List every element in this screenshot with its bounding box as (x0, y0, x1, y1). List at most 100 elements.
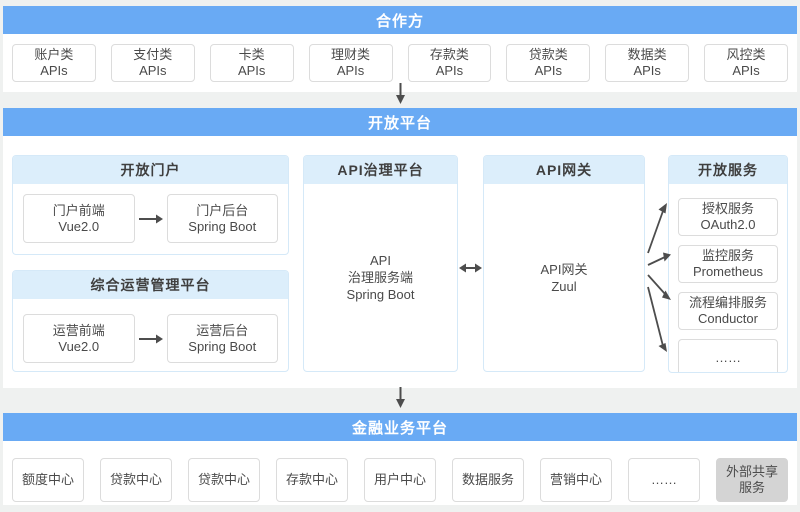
svc-label: …… (715, 350, 741, 365)
monitoring-service-box: 监控服务 Prometheus (678, 245, 778, 283)
open-services-list: 授权服务 OAuth2.0 监控服务 Prometheus 流程编排服务 Con… (669, 184, 787, 372)
api-box-label: 支付类 (133, 47, 173, 62)
node-label: 治理服务端 (347, 270, 413, 285)
partners-panel: 合作方 账户类 APIs 支付类 APIs 卡类 APIs 理财类 APIs 存… (3, 6, 797, 92)
down-arrow-icon (396, 387, 405, 408)
api-box-label: 存款类 (429, 47, 469, 62)
svc-sublabel: Conductor (698, 311, 758, 326)
center-label: 存款中心 (285, 472, 338, 487)
open-services-header: 开放服务 (669, 156, 787, 184)
node-label: API网关 (540, 261, 588, 277)
api-box-sublabel: APIs (336, 63, 365, 78)
center-box-marketing: 营销中心 (540, 458, 612, 502)
api-gateway-node: API网关 Zuul (484, 184, 644, 371)
open-services-column: 开放服务 授权服务 OAuth2.0 监控服务 Prometheus 流程编排服… (668, 155, 788, 373)
api-box-loans: 贷款类 APIs (506, 44, 591, 82)
api-gateway-header: API网关 (484, 156, 644, 184)
financial-platform-header: 金融业务平台 (3, 413, 797, 441)
svc-sublabel: OAuth2.0 (700, 217, 756, 232)
center-box-quota: 额度中心 (12, 458, 84, 502)
open-portal-body: 门户前端 Vue2.0 门户后台 Spring Boot (13, 184, 288, 243)
api-governance-title: API治理平台 (337, 162, 424, 178)
node-sublabel: Zuul (551, 278, 577, 294)
svc-sublabel: Prometheus (692, 264, 764, 279)
operations-title: 综合运营管理平台 (90, 277, 211, 293)
node-sublabel: Vue2.0 (58, 218, 100, 234)
center-box-loan-1: 贷款中心 (100, 458, 172, 502)
center-label: 贷款中心 (197, 472, 250, 487)
node-label: 门户后台 (196, 202, 249, 218)
api-box-sublabel: APIs (40, 63, 68, 78)
api-gateway-column: API网关 API网关 Zuul (483, 155, 645, 372)
svc-label: 流程编排服务 (688, 295, 767, 310)
center-label: 额度中心 (21, 472, 74, 487)
node-sublabel: Spring Boot (188, 218, 257, 234)
center-label: …… (651, 472, 677, 487)
centers-row: 额度中心 贷款中心 贷款中心 存款中心 用户中心 数据服务 营销中心 …… 外部… (3, 441, 797, 502)
api-box-wealth: 理财类 APIs (308, 44, 393, 82)
api-box-risk: 风控类 APIs (704, 44, 788, 82)
operations-body: 运营前端 Vue2.0 运营后台 Spring Boot (13, 299, 288, 363)
right-arrow-icon (138, 214, 163, 223)
api-governance-column: API治理平台 API 治理服务端 Spring Boot (303, 155, 458, 372)
partners-api-row: 账户类 APIs 支付类 APIs 卡类 APIs 理财类 APIs 存款类 A… (3, 34, 797, 82)
api-box-sublabel: APIs (435, 63, 464, 78)
center-sublabel: 服务 (738, 480, 765, 495)
api-box-label: 理财类 (331, 47, 371, 62)
portal-frontend-box: 门户前端 Vue2.0 (23, 194, 135, 243)
api-box-deposits: 存款类 APIs (407, 44, 492, 82)
center-box-loan-2: 贷款中心 (188, 458, 260, 502)
svc-label: 监控服务 (701, 248, 754, 263)
api-box-sublabel: APIs (534, 63, 563, 78)
node-label: API (370, 253, 391, 268)
open-platform-title: 开放平台 (367, 114, 432, 132)
center-box-deposit: 存款中心 (276, 458, 348, 502)
api-governance-node: API 治理服务端 Spring Boot (304, 184, 457, 371)
center-box-user: 用户中心 (364, 458, 436, 502)
partners-title: 合作方 (375, 12, 424, 30)
orchestration-service-box: 流程编排服务 Conductor (678, 292, 778, 330)
node-label: 运营前端 (52, 322, 105, 338)
auth-service-box: 授权服务 OAuth2.0 (678, 198, 778, 236)
api-box-sublabel: APIs (237, 63, 266, 78)
api-box-label: 风控类 (726, 47, 766, 62)
center-box-external-shared: 外部共享 服务 (716, 458, 788, 502)
api-box-label: 贷款类 (528, 47, 568, 62)
right-arrow-icon (138, 334, 163, 343)
center-label: 用户中心 (373, 472, 426, 487)
operations-frontend-box: 运营前端 Vue2.0 (23, 314, 135, 363)
api-box-label: 数据类 (627, 47, 667, 62)
center-label: 贷款中心 (109, 472, 162, 487)
center-box-data-service: 数据服务 (452, 458, 524, 502)
open-portal-header: 开放门户 (13, 156, 288, 184)
operations-header: 综合运营管理平台 (13, 271, 288, 299)
operations-section: 综合运营管理平台 运营前端 Vue2.0 运营后台 Spring Boot (12, 270, 289, 372)
api-governance-header: API治理平台 (304, 156, 457, 184)
svc-label: 授权服务 (701, 201, 754, 216)
open-services-title: 开放服务 (698, 162, 758, 178)
double-arrow-icon (459, 263, 482, 273)
financial-platform-title: 金融业务平台 (351, 419, 448, 437)
api-box-sublabel: APIs (732, 63, 760, 78)
api-gateway-title: API网关 (535, 162, 593, 178)
operations-backend-box: 运营后台 Spring Boot (166, 314, 278, 363)
portal-backend-box: 门户后台 Spring Boot (166, 194, 278, 243)
node-label: 运营后台 (196, 322, 249, 338)
api-box-sublabel: APIs (139, 63, 167, 78)
api-box-sublabel: APIs (633, 63, 661, 78)
node-sublabel: Vue2.0 (58, 338, 100, 354)
node-label: 门户前端 (52, 202, 105, 218)
center-label: 外部共享 (725, 464, 778, 479)
center-label: 营销中心 (549, 472, 602, 487)
api-box-data: 数据类 APIs (605, 44, 690, 82)
api-box-accounts: 账户类 APIs (12, 44, 96, 82)
api-box-label: 卡类 (238, 47, 265, 62)
partners-header: 合作方 (3, 6, 797, 34)
center-label: 数据服务 (461, 472, 514, 487)
open-platform-panel: 开放平台 开放门户 门户前端 Vue2.0 门户后台 Spring Boot 综… (3, 108, 797, 388)
api-box-cards: 卡类 APIs (209, 44, 294, 82)
down-arrow-icon (396, 83, 405, 104)
api-box-payments: 支付类 APIs (110, 44, 195, 82)
financial-platform-panel: 金融业务平台 额度中心 贷款中心 贷款中心 存款中心 用户中心 数据服务 营销中… (3, 413, 797, 505)
